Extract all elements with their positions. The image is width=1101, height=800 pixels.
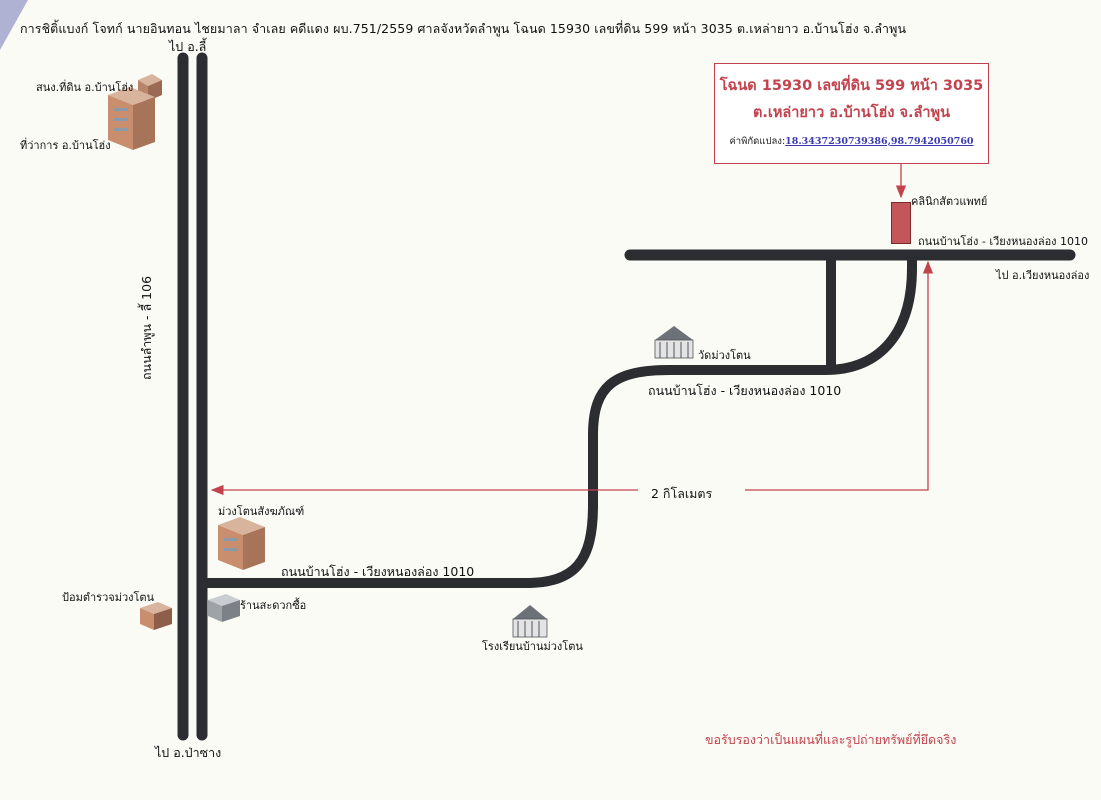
police-box-icon [140, 602, 172, 630]
temple-icon [654, 326, 694, 359]
cooperative-label: ม่วงโตนสังฆภัณฑ์ [218, 505, 305, 518]
cooperative-building-icon [218, 517, 265, 570]
shop-label: ร้านสะดวกซื้อ [240, 599, 307, 612]
school-icon [512, 605, 548, 638]
deed-info-box: โฉนด 15930 เลขที่ดิน 599 หน้า 3035 ต.เหล… [714, 63, 989, 164]
road-1010-winding [205, 258, 917, 588]
destination-right: ไป อ.เวียงหนองล่อง [996, 269, 1090, 282]
certification-note: ขอรับรองว่าเป็นแผนที่และรูปถ่ายทรัพย์ที่… [705, 732, 957, 747]
district-office-label: ที่ว่าการ อ.บ้านโฮ่ง [20, 139, 111, 152]
deed-location-line: ต.เหล่ายาว อ.บ้านโฮ่ง จ.ลำพูน [752, 105, 951, 121]
distance-arrow-right [745, 260, 934, 491]
shop-icon [208, 594, 240, 622]
clinic-label: คลินิกสัตวแพทย์ [911, 195, 988, 208]
land-office-label: สนง.ที่ดิน อ.บ้านโฮ่ง [36, 81, 134, 94]
coordinate-line: ค่าพิกัดแปลง:18.3437230739386,98.7942050… [715, 134, 988, 149]
road-label-middle: ถนนบ้านโฮ่ง - เวียงหนองล่อง 1010 [648, 383, 842, 398]
road-label-lower: ถนนบ้านโฮ่ง - เวียงหนองล่อง 1010 [281, 564, 475, 579]
scan-corner-decoration [0, 0, 28, 50]
document-header: การชิติ้แบงก์ โจทก์ นายอินทอน ไชยมาลา จำ… [20, 21, 907, 36]
temple-label: วัดม่วงโตน [698, 349, 751, 362]
deed-number-line: โฉนด 15930 เลขที่ดิน 599 หน้า 3035 [719, 78, 984, 94]
police-box-label: ป้อมตำรวจม่วงโตน [62, 591, 155, 604]
destination-bottom: ไป อ.ป่าซาง [155, 745, 222, 760]
road-label-106: ถนนลำพูน - ลี้ 106 [139, 275, 155, 381]
coordinate-label: ค่าพิกัดแปลง: [729, 136, 786, 147]
school-label: โรงเรียนบ้านม่วงโตน [482, 640, 583, 653]
destination-top: ไป อ.ลี้ [169, 39, 207, 54]
road-label-upper: ถนนบ้านโฮ่ง - เวียงหนองล่อง 1010 [918, 235, 1089, 248]
coordinate-value: 18.3437230739386,98.7942050760 [785, 136, 974, 147]
target-property-marker [891, 202, 911, 244]
distance-label: 2 กิโลเมตร [647, 484, 717, 504]
district-office-building-icon [108, 87, 155, 150]
